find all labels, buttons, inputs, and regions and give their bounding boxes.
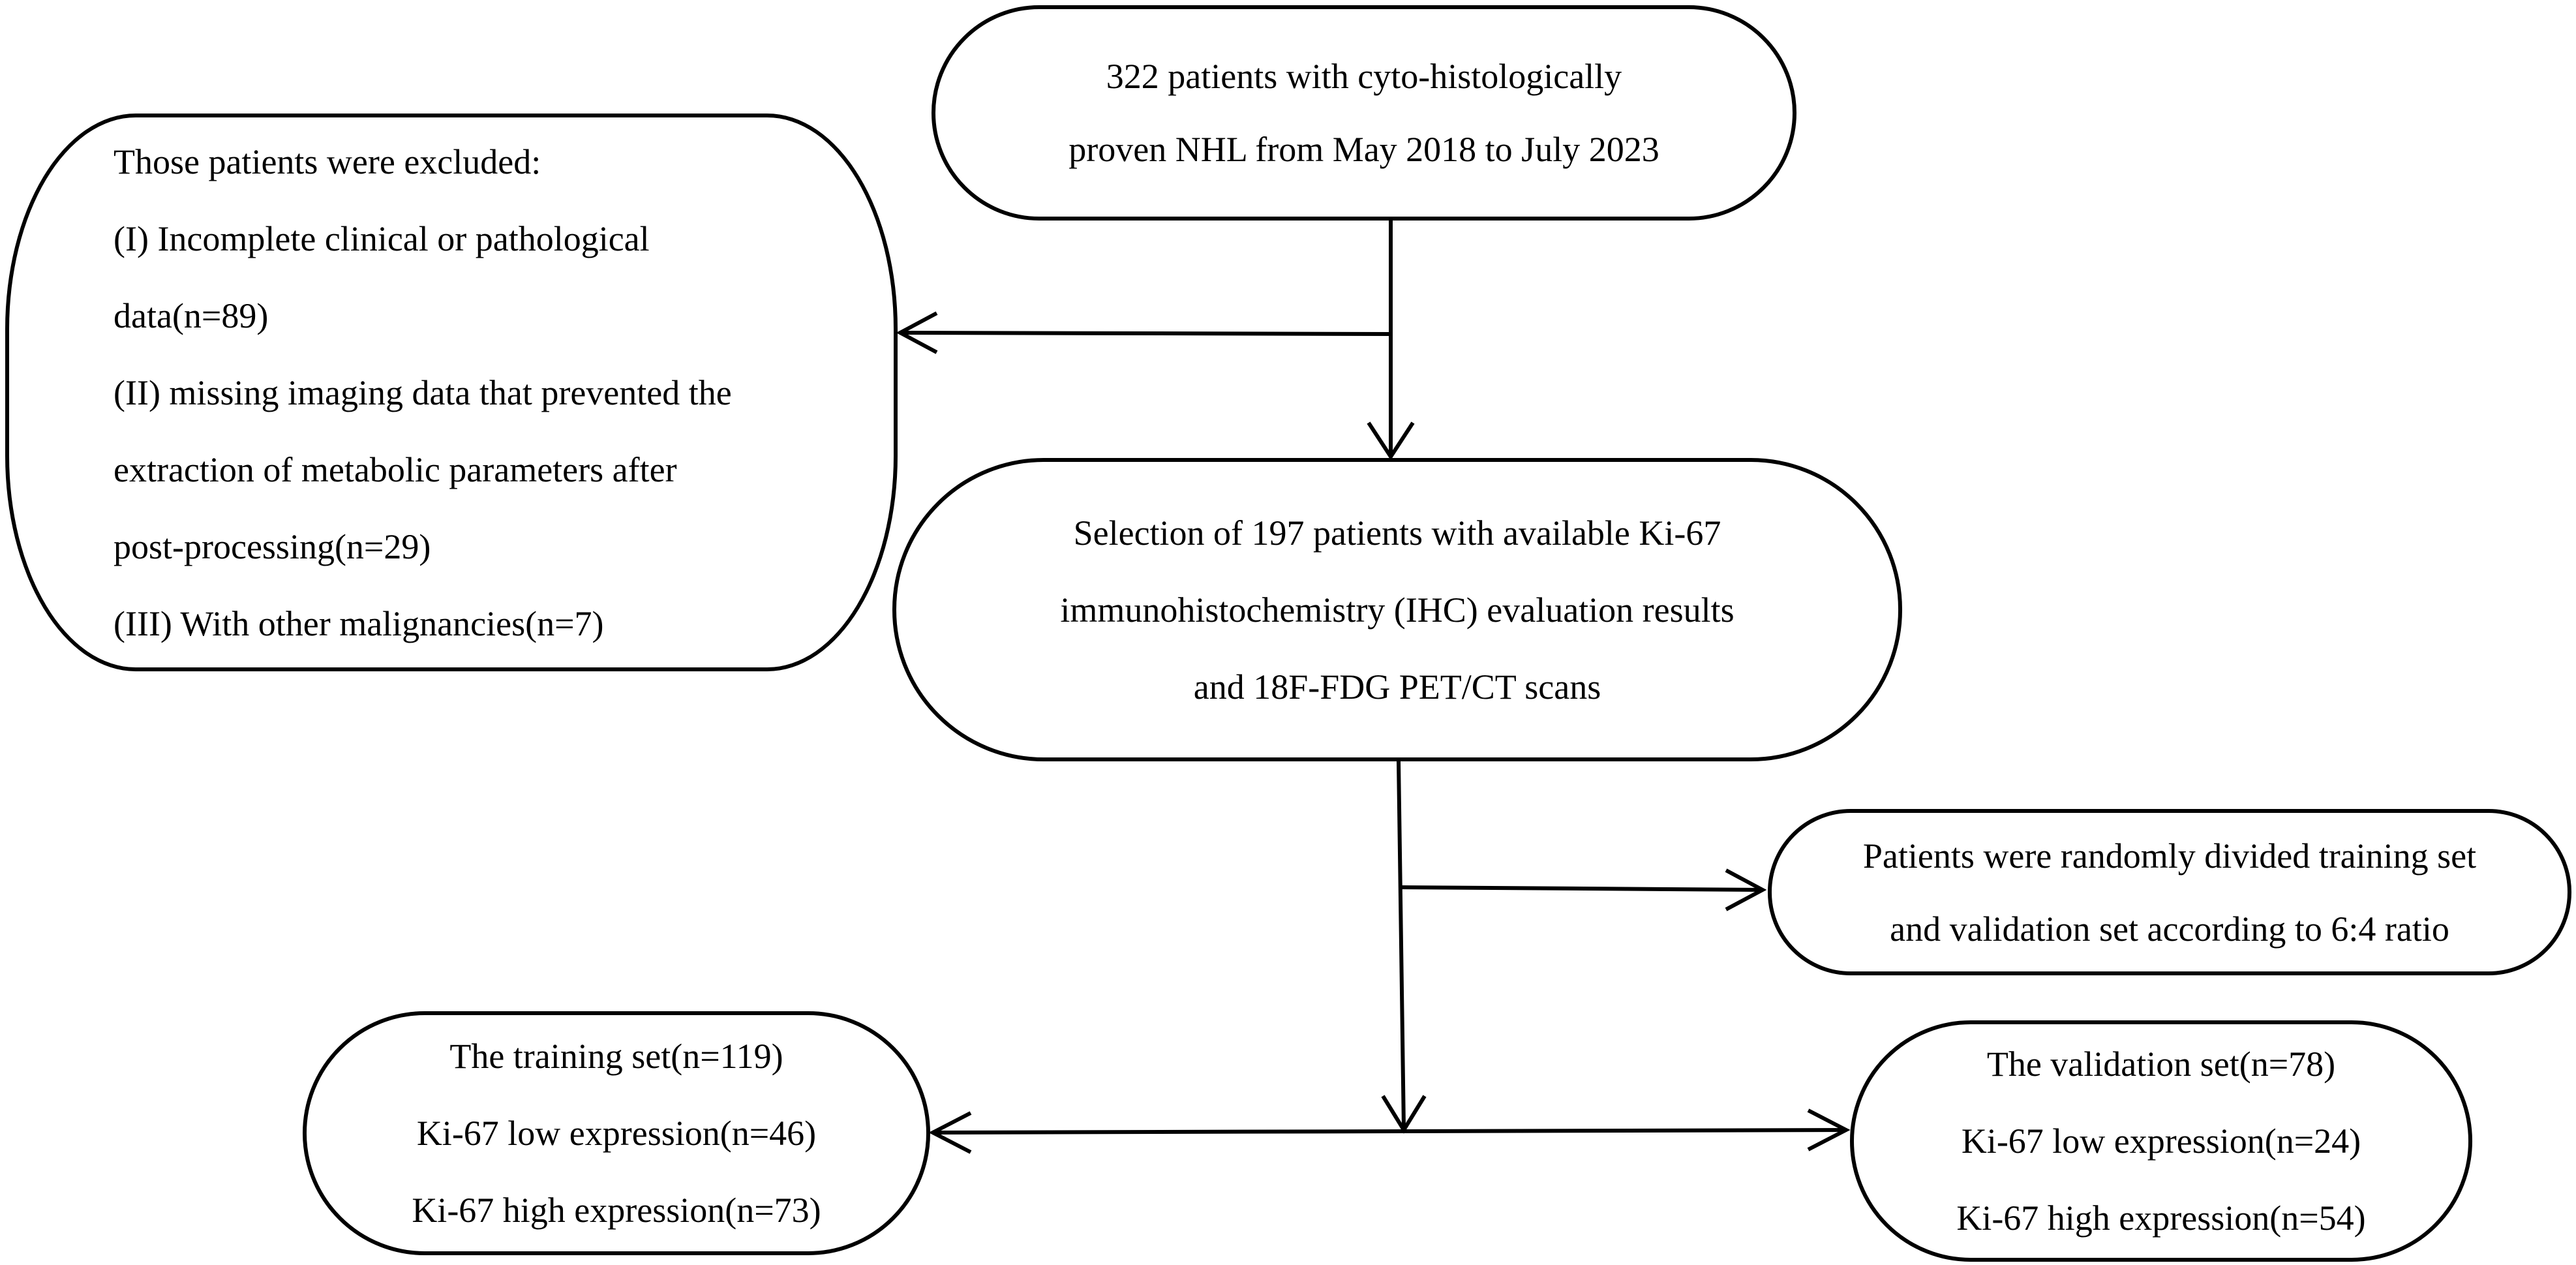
patients-box: 322 patients with cyto-histologically pr… <box>932 5 1796 221</box>
arrowhead-excluded <box>896 311 938 354</box>
patients-line: proven NHL from May 2018 to July 2023 <box>1068 130 1659 169</box>
validation-set-line: Ki-67 high expression(n=54) <box>1956 1198 2366 1238</box>
training-set-line: Ki-67 low expression(n=46) <box>416 1114 817 1153</box>
selection-box: Selection of 197 patients with available… <box>892 458 1902 761</box>
patients-line: 322 patients with cyto-histologically <box>1106 57 1622 96</box>
randomization-line: Patients were randomly divided training … <box>1862 836 2477 876</box>
validation-set-box: The validation set(n=78) Ki-67 low expre… <box>1850 1020 2472 1262</box>
excluded-line: (I) Incomplete clinical or pathological <box>114 219 650 258</box>
connector-to-validation <box>1403 1128 1845 1133</box>
training-set-line: The training set(n=119) <box>449 1037 783 1076</box>
excluded-line: Those patients were excluded: <box>114 142 541 181</box>
excluded-box: Those patients were excluded: (I) Incomp… <box>5 114 898 671</box>
randomization-line: and validation set according to 6:4 rati… <box>1890 909 2449 949</box>
validation-set-line: Ki-67 low expression(n=24) <box>1961 1121 2361 1161</box>
arrowhead-validation <box>1807 1108 1851 1151</box>
validation-set-line: The validation set(n=78) <box>1986 1044 2336 1084</box>
connector-to-training <box>933 1129 1404 1135</box>
excluded-line: (III) With other malignancies(n=7) <box>114 603 604 643</box>
excluded-line: extraction of metabolic parameters after <box>114 450 677 489</box>
training-set-box: The training set(n=119) Ki-67 low expres… <box>303 1011 930 1255</box>
selection-line: immunohistochemistry (IHC) evaluation re… <box>1060 590 1735 630</box>
selection-line: Selection of 197 patients with available… <box>1073 513 1721 553</box>
arrowhead-training <box>928 1111 972 1154</box>
connector-to-randomized <box>1399 885 1762 892</box>
arrowhead-randomized <box>1725 868 1767 911</box>
excluded-line: (II) missing imaging data that prevented… <box>114 373 732 412</box>
connector-to-excluded <box>901 331 1391 336</box>
connector-selection-to-split <box>1397 761 1406 1129</box>
selection-line: and 18F-FDG PET/CT scans <box>1193 667 1601 707</box>
arrowhead-selection <box>1367 421 1415 461</box>
excluded-line: post-processing(n=29) <box>114 526 431 566</box>
randomization-box: Patients were randomly divided training … <box>1768 809 2571 975</box>
excluded-line: data(n=89) <box>114 296 269 335</box>
training-set-line: Ki-67 high expression(n=73) <box>412 1191 821 1230</box>
